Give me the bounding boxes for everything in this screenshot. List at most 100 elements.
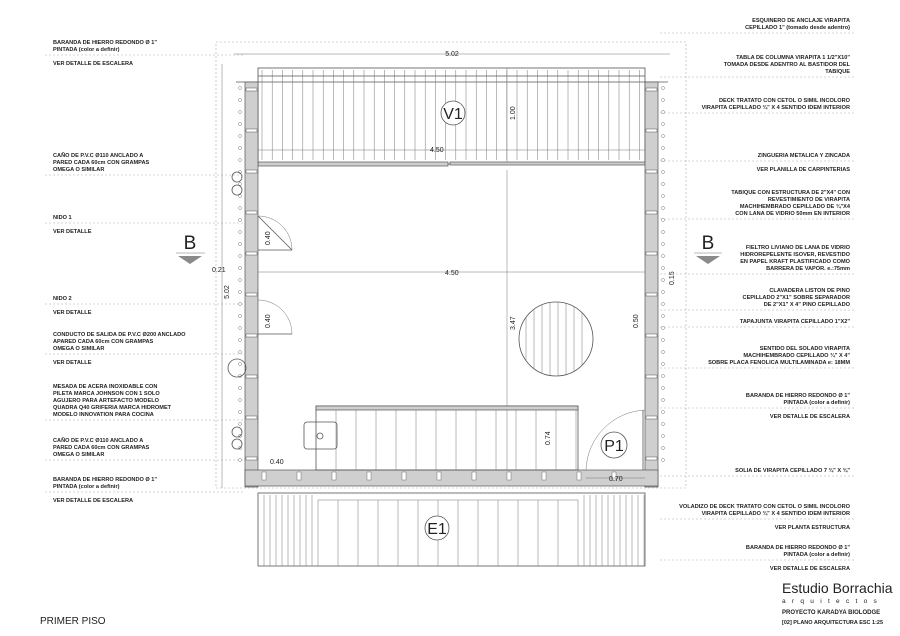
annotation-text: CAÑO DE P.V.C Ø110 ANCLADO A xyxy=(53,437,143,444)
annotation-text: FIELTRO LIVIANO DE LANA DE VIDRIO xyxy=(746,245,851,251)
dim-text: 0.40 xyxy=(265,314,272,328)
annotation-text: TABLA DE COLUMNA VIRAPITA 1 1/2"X10" xyxy=(736,55,850,61)
annotation: TAPAJUNTA VIRAPITA CEPILLADO 1"X2" xyxy=(660,319,855,328)
annotation-text: PINTADA (color a definir) xyxy=(53,484,120,490)
dim-text: 0.40 xyxy=(270,459,284,466)
annotation-text: PINTADA (color a definir) xyxy=(783,400,850,406)
dimension-overall-width: 5.02 xyxy=(234,51,670,58)
section-marker-right: B xyxy=(694,233,722,264)
deck-v1: 4.50 1.00 V1 xyxy=(236,67,668,167)
dimension-overall-depth: 5.02 0.21 xyxy=(212,64,231,488)
nido-1: 0.40 xyxy=(257,215,293,251)
annotation-text: TAPAJUNTA VIRAPITA CEPILLADO 1"X2" xyxy=(740,319,850,325)
annotation: BARANDA DE HIERRO REDONDO Ø 1"PINTADA (c… xyxy=(45,40,245,67)
annotation-ref: VER DETALLE DE ESCALERA xyxy=(53,61,133,67)
annotation-text: SENTIDO DEL SOLADO VIRAPITA xyxy=(760,346,850,352)
dim-text: 4.50 xyxy=(445,270,459,277)
nido-2: 0.40 xyxy=(257,299,293,335)
sheet-title: PRIMER PISO xyxy=(40,616,106,627)
annotation-text: ESQUINERO DE ANCLAJE VIRAPITA xyxy=(752,18,850,24)
drawing-extent xyxy=(215,41,687,489)
annotation-ref: VER DETALLE DE ESCALERA xyxy=(770,566,850,572)
tag-v1: V1 xyxy=(443,106,463,123)
annotation-text: BARANDA DE HIERRO REDONDO Ø 1" xyxy=(53,40,157,46)
annotation: FIELTRO LIVIANO DE LANA DE VIDRIOHIDRORE… xyxy=(660,245,855,275)
annotation-text: EN PAPEL KRAFT PLASTIFICADO COMO xyxy=(740,259,850,265)
annotation-text: PINTADA (color a definir) xyxy=(53,47,120,53)
annotation: VOLADIZO DE DECK TRATATO CON CETOL O SIM… xyxy=(660,504,855,531)
kitchen-counter: 0.74 0.40 xyxy=(270,405,579,471)
annotation-text: VOLADIZO DE DECK TRATATO CON CETOL O SIM… xyxy=(679,504,850,510)
annotation-text: VIRAPITA CEPILLADO ¾" X 4 SENTIDO IDEM I… xyxy=(702,104,850,111)
tag-e1: E1 xyxy=(427,521,447,538)
annotation-text: AGUJERO PARA ARTEFACTO MODELO xyxy=(53,398,160,404)
dim-text: 3.47 xyxy=(510,316,517,330)
wall-left xyxy=(244,81,259,488)
annotation: BARANDA DE HIERRO REDONDO Ø 1"PINTADA (c… xyxy=(660,393,855,420)
plan-info: [02] PLANO ARQUITECTURA ESC 1:25 xyxy=(782,620,883,626)
annotation-text: ZINGUERIA METALICA Y ZINCADA xyxy=(758,153,850,159)
annotation: BARANDA DE HIERRO REDONDO Ø 1"PINTADA (c… xyxy=(660,545,855,572)
annotation-text: PARED CADA 60cm CON GRAMPAS xyxy=(53,160,150,166)
annotation-text: TOMADA DESDE ADENTRO AL BASTIDOR DEL xyxy=(724,62,851,68)
annotation-text: CAÑO DE P.V.C Ø110 ANCLADO A xyxy=(53,152,143,159)
annotation-text: MESADA DE ACERA INOXIDABLE CON xyxy=(53,384,157,390)
annotation-text: DECK TRATATO CON CETOL O SIMIL INCOLORO xyxy=(719,98,851,104)
annotation-ref: VER DETALLE xyxy=(53,229,92,235)
annotation: CAÑO DE P.V.C Ø110 ANCLADO APARED CADA 6… xyxy=(45,152,245,176)
annotation: DECK TRATATO CON CETOL O SIMIL INCOLOROV… xyxy=(660,98,855,114)
annotation-text: TABIQUE CON ESTRUCTURA DE 2"X4" CON xyxy=(731,190,850,196)
tag-p1: P1 xyxy=(604,438,624,455)
dim-text: 0.74 xyxy=(545,431,552,445)
annotation-text: REVESTIMIENTO DE VIRAPITA xyxy=(768,197,850,203)
wall-right xyxy=(644,81,659,488)
annotation-text: PINTADA (color a definir) xyxy=(783,552,850,558)
annotation: TABIQUE CON ESTRUCTURA DE 2"X4" CONREVES… xyxy=(660,190,855,220)
annotation-text: CEPILLADO 1" (tomado desde adentro) xyxy=(745,25,850,31)
annotation-ref: VER PLANTA ESTRUCTURA xyxy=(775,525,850,531)
annotation-text: NIDO 2 xyxy=(53,296,72,302)
left-annotations: BARANDA DE HIERRO REDONDO Ø 1"PINTADA (c… xyxy=(45,40,245,504)
annotation: CONDUCTO DE SALIDA DE P.V.C Ø200 ANCLADO… xyxy=(45,332,245,366)
dim-text: 5.02 xyxy=(445,51,459,58)
sink xyxy=(303,421,338,450)
annotation-text: OMEGA O SIMILAR xyxy=(53,452,104,458)
annotation-text: OMEGA O SIMILAR xyxy=(53,346,104,352)
studio-sub: arquitectos xyxy=(782,598,883,605)
stair-e1: E1 xyxy=(257,492,646,567)
annotation-text: APARED CADA 60cm CON GRAMPAS xyxy=(53,339,154,345)
door-p1: P1 0.70 xyxy=(585,409,646,483)
studio-logo: Estudio Borrachia xyxy=(782,580,893,596)
dim-text: 0.21 xyxy=(212,267,226,274)
project-name: PROYECTO KARADYA BIOLODGE xyxy=(782,610,880,616)
dim-text: 0.70 xyxy=(609,476,623,483)
annotation-text: MODELO INNOVATION PARA COCINA xyxy=(53,412,154,418)
annotation-text: DE 2"X1" X 4" PINO CEPILLADO xyxy=(764,302,851,308)
dim-text: 0.40 xyxy=(265,231,272,245)
dim-text: 0.50 xyxy=(633,314,640,328)
annotation-text: SOBRE PLACA FENOLICA MULTILAMINADA e: 18… xyxy=(708,360,850,366)
annotation-text: CON LANA DE VIDRIO 50mm EN INTERIOR xyxy=(735,211,850,217)
section-label: B xyxy=(702,233,715,254)
annotation: SENTIDO DEL SOLADO VIRAPITAMACHIHEMBRADO… xyxy=(660,346,855,369)
dim-text: 5.02 xyxy=(224,285,231,299)
section-marker-left: B xyxy=(176,233,205,264)
annotation-ref: VER DETALLE DE ESCALERA xyxy=(53,498,133,504)
annotation-text: PILETA MARCA JOHNSON CON 1 SOLO xyxy=(53,391,160,397)
title-block: Estudio Borrachia arquitectos PROYECTO K… xyxy=(782,580,893,626)
annotation-text: CEPILLADO 2"X1" SOBRE SEPARADOR xyxy=(743,295,850,301)
annotation: BARANDA DE HIERRO REDONDO Ø 1"PINTADA (c… xyxy=(45,477,245,504)
round-table xyxy=(518,301,594,377)
annotation: CAÑO DE P.V.C Ø110 ANCLADO APARED CADA 6… xyxy=(45,437,245,461)
annotation-text: VIRAPITA CEPILLADO ¾" X 4 SENTIDO IDEM I… xyxy=(702,510,850,517)
annotation-text: CONDUCTO DE SALIDA DE P.V.C Ø200 ANCLADO xyxy=(53,332,186,338)
annotation: TABLA DE COLUMNA VIRAPITA 1 1/2"X10"TOMA… xyxy=(660,55,855,78)
annotation-text: QUADRA Q40 GRIFERIA MARCA HIDROMET xyxy=(53,405,172,411)
